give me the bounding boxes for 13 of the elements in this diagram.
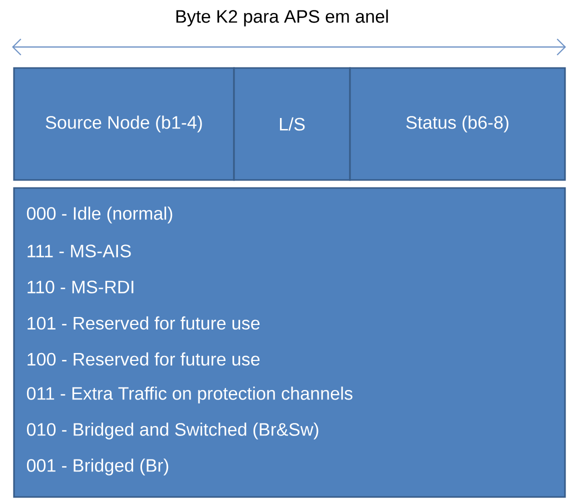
code-list-box bbox=[13, 187, 566, 498]
code-entry: 110 - MS-RDI bbox=[28, 280, 134, 294]
code-entry: 111 - MS-AIS bbox=[28, 244, 131, 258]
code-entry: 101 - Reserved for future use bbox=[28, 316, 260, 330]
code-entry: 011 - Extra Traffic on protection channels bbox=[26, 386, 352, 404]
code-entry: 100 - Reserved for future use bbox=[28, 352, 260, 366]
field-box: Source Node (b1-4) bbox=[13, 67, 235, 181]
code-entry: 001 - Bridged (Br) bbox=[26, 458, 168, 476]
title: Byte K2 para APS em anel bbox=[176, 10, 388, 26]
code-entry: 010 - Bridged and Switched (Br&Sw) bbox=[26, 422, 318, 440]
code-entry: 000 - Idle (normal) bbox=[26, 206, 172, 224]
field-box: Status (b6-8) bbox=[349, 67, 566, 181]
field-box: L/S bbox=[233, 67, 351, 181]
